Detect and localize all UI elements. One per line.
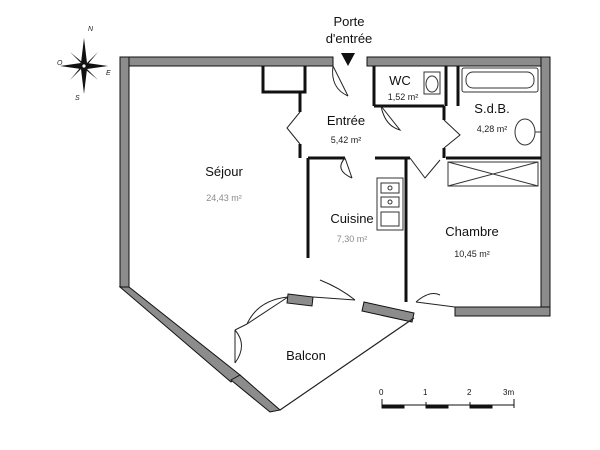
room-area-cuisine: 7,30 m² <box>336 234 368 244</box>
room-name-cuisine: Cuisine <box>330 211 374 226</box>
balcony-window-posts <box>286 293 415 323</box>
exterior-walls <box>119 56 551 317</box>
compass-south: S <box>75 95 80 102</box>
room-name-chambre: Chambre <box>445 224 499 239</box>
scale-tick-1: 1 <box>423 388 428 397</box>
compass-rose-icon <box>60 38 108 94</box>
diagonal-walls <box>118 286 282 413</box>
balcony-outline <box>279 317 415 411</box>
scale-tick-2: 2 <box>467 388 472 397</box>
interior-walls <box>261 66 541 302</box>
scale-bar <box>381 399 515 409</box>
entrance-label-line2: d'entrée <box>325 31 373 46</box>
compass-west: O <box>57 60 63 67</box>
room-area-wc: 1,52 m² <box>387 92 419 102</box>
door-swings <box>234 65 461 364</box>
entrance-arrow <box>341 53 355 66</box>
scale-tick-3m: 3m <box>503 388 515 397</box>
room-area-chambre: 10,45 m² <box>454 249 490 259</box>
bathroom-sink <box>514 118 541 146</box>
room-name-sejour: Séjour <box>205 164 243 179</box>
kitchen-counter <box>376 177 404 231</box>
scale-tick-0: 0 <box>379 388 384 397</box>
room-area-entree: 5,42 m² <box>330 135 362 145</box>
toilet <box>423 71 441 95</box>
compass-north: N <box>88 26 94 33</box>
room-name-entree: Entrée <box>326 113 366 128</box>
room-area-sejour: 24,43 m² <box>206 193 242 203</box>
compass-east: E <box>106 70 111 77</box>
bathtub <box>461 67 539 93</box>
room-name-balcon: Balcon <box>286 348 326 363</box>
room-name-wc: WC <box>389 73 411 88</box>
room-area-sdb: 4,28 m² <box>476 124 508 134</box>
wardrobe <box>447 161 539 187</box>
room-name-sdb: S.d.B. <box>474 101 510 116</box>
entrance-label-line1: Porte <box>333 14 365 29</box>
